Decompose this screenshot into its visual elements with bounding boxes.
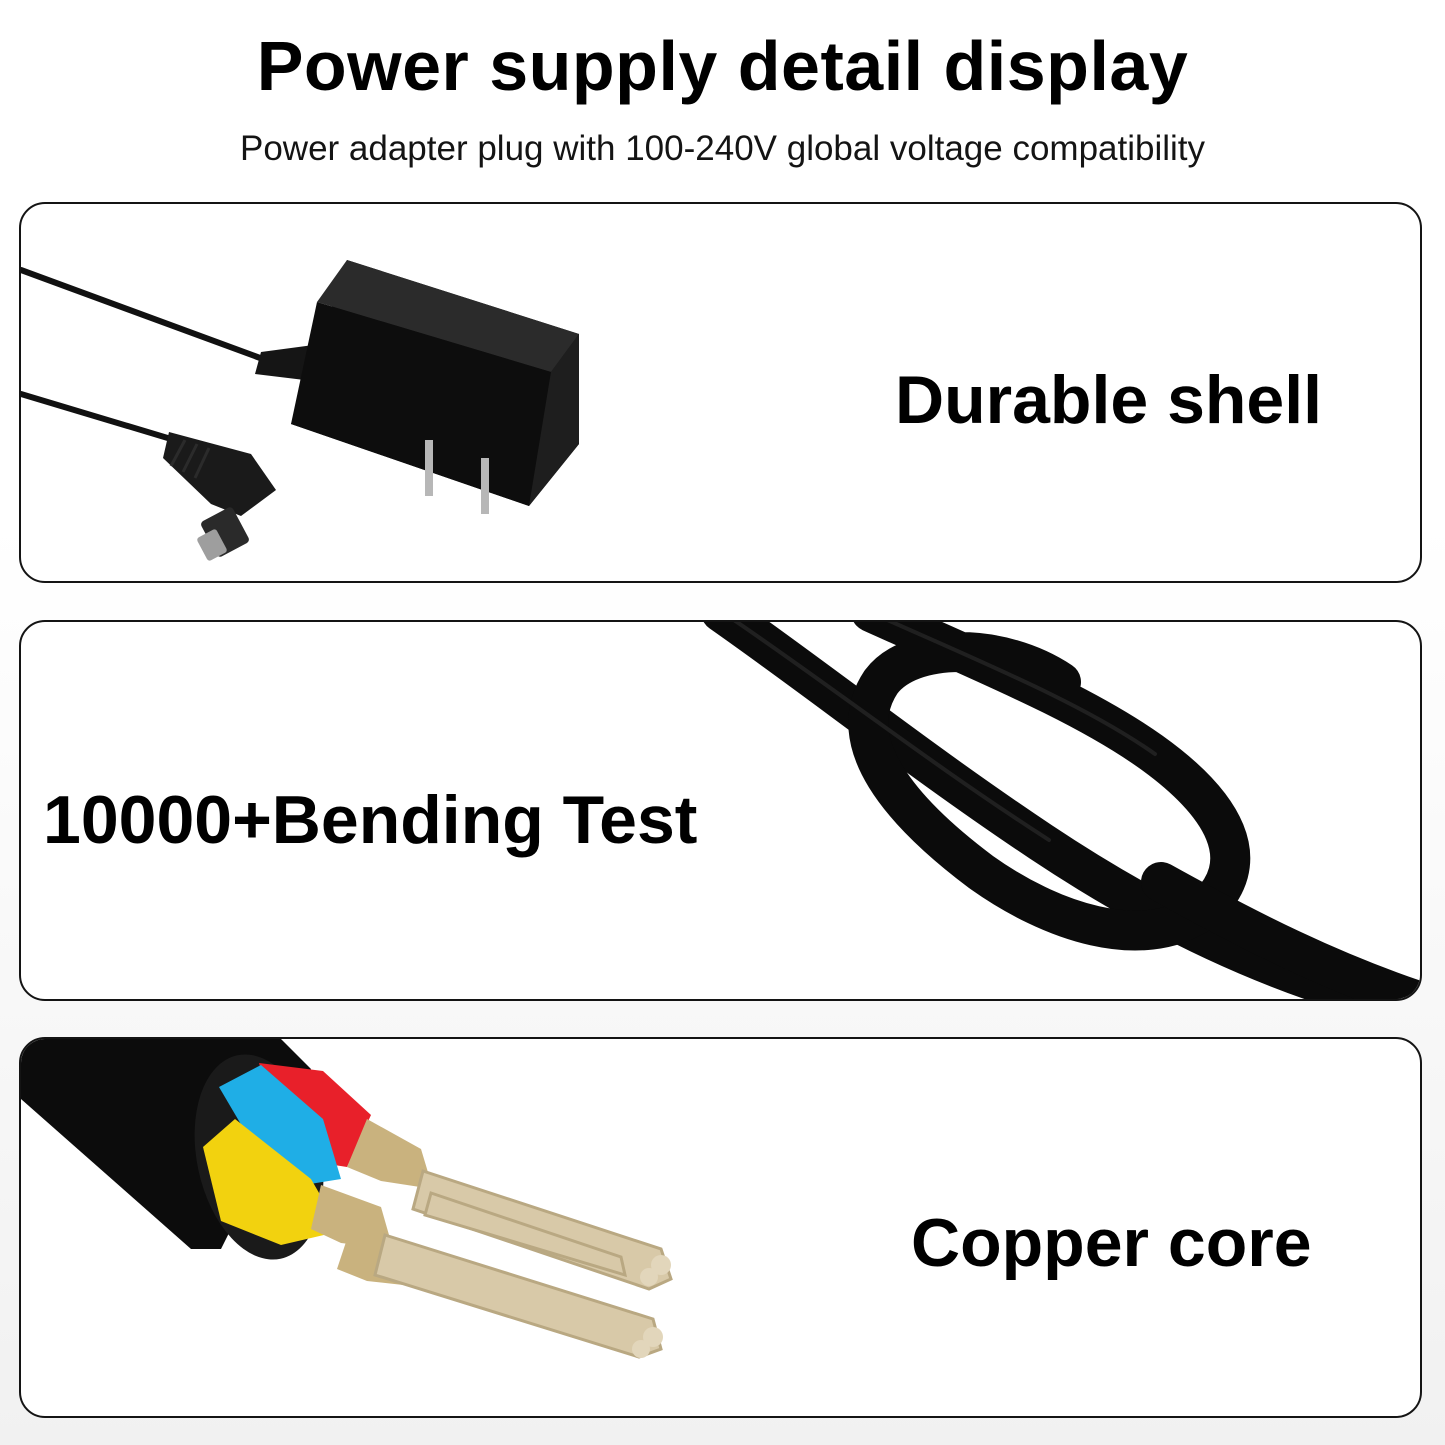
feature-label-durable-shell: Durable shell <box>895 362 1323 438</box>
power-adapter-image <box>21 260 579 561</box>
page-title: Power supply detail display <box>256 27 1189 105</box>
feature-label-copper-core: Copper core <box>911 1205 1312 1281</box>
copper-core-cable-image <box>21 1039 673 1359</box>
feature-label-bending-test: 10000+Bending Test <box>43 782 698 858</box>
page-subtitle: Power adapter plug with 100-240V global … <box>239 129 1206 168</box>
feature-panel-copper-core: Copper core <box>19 1037 1422 1418</box>
knotted-cable-image <box>703 622 1420 999</box>
feature-panel-durable-shell: Durable shell <box>19 202 1422 583</box>
feature-panel-bending-test: 10000+Bending Test <box>19 620 1422 1001</box>
